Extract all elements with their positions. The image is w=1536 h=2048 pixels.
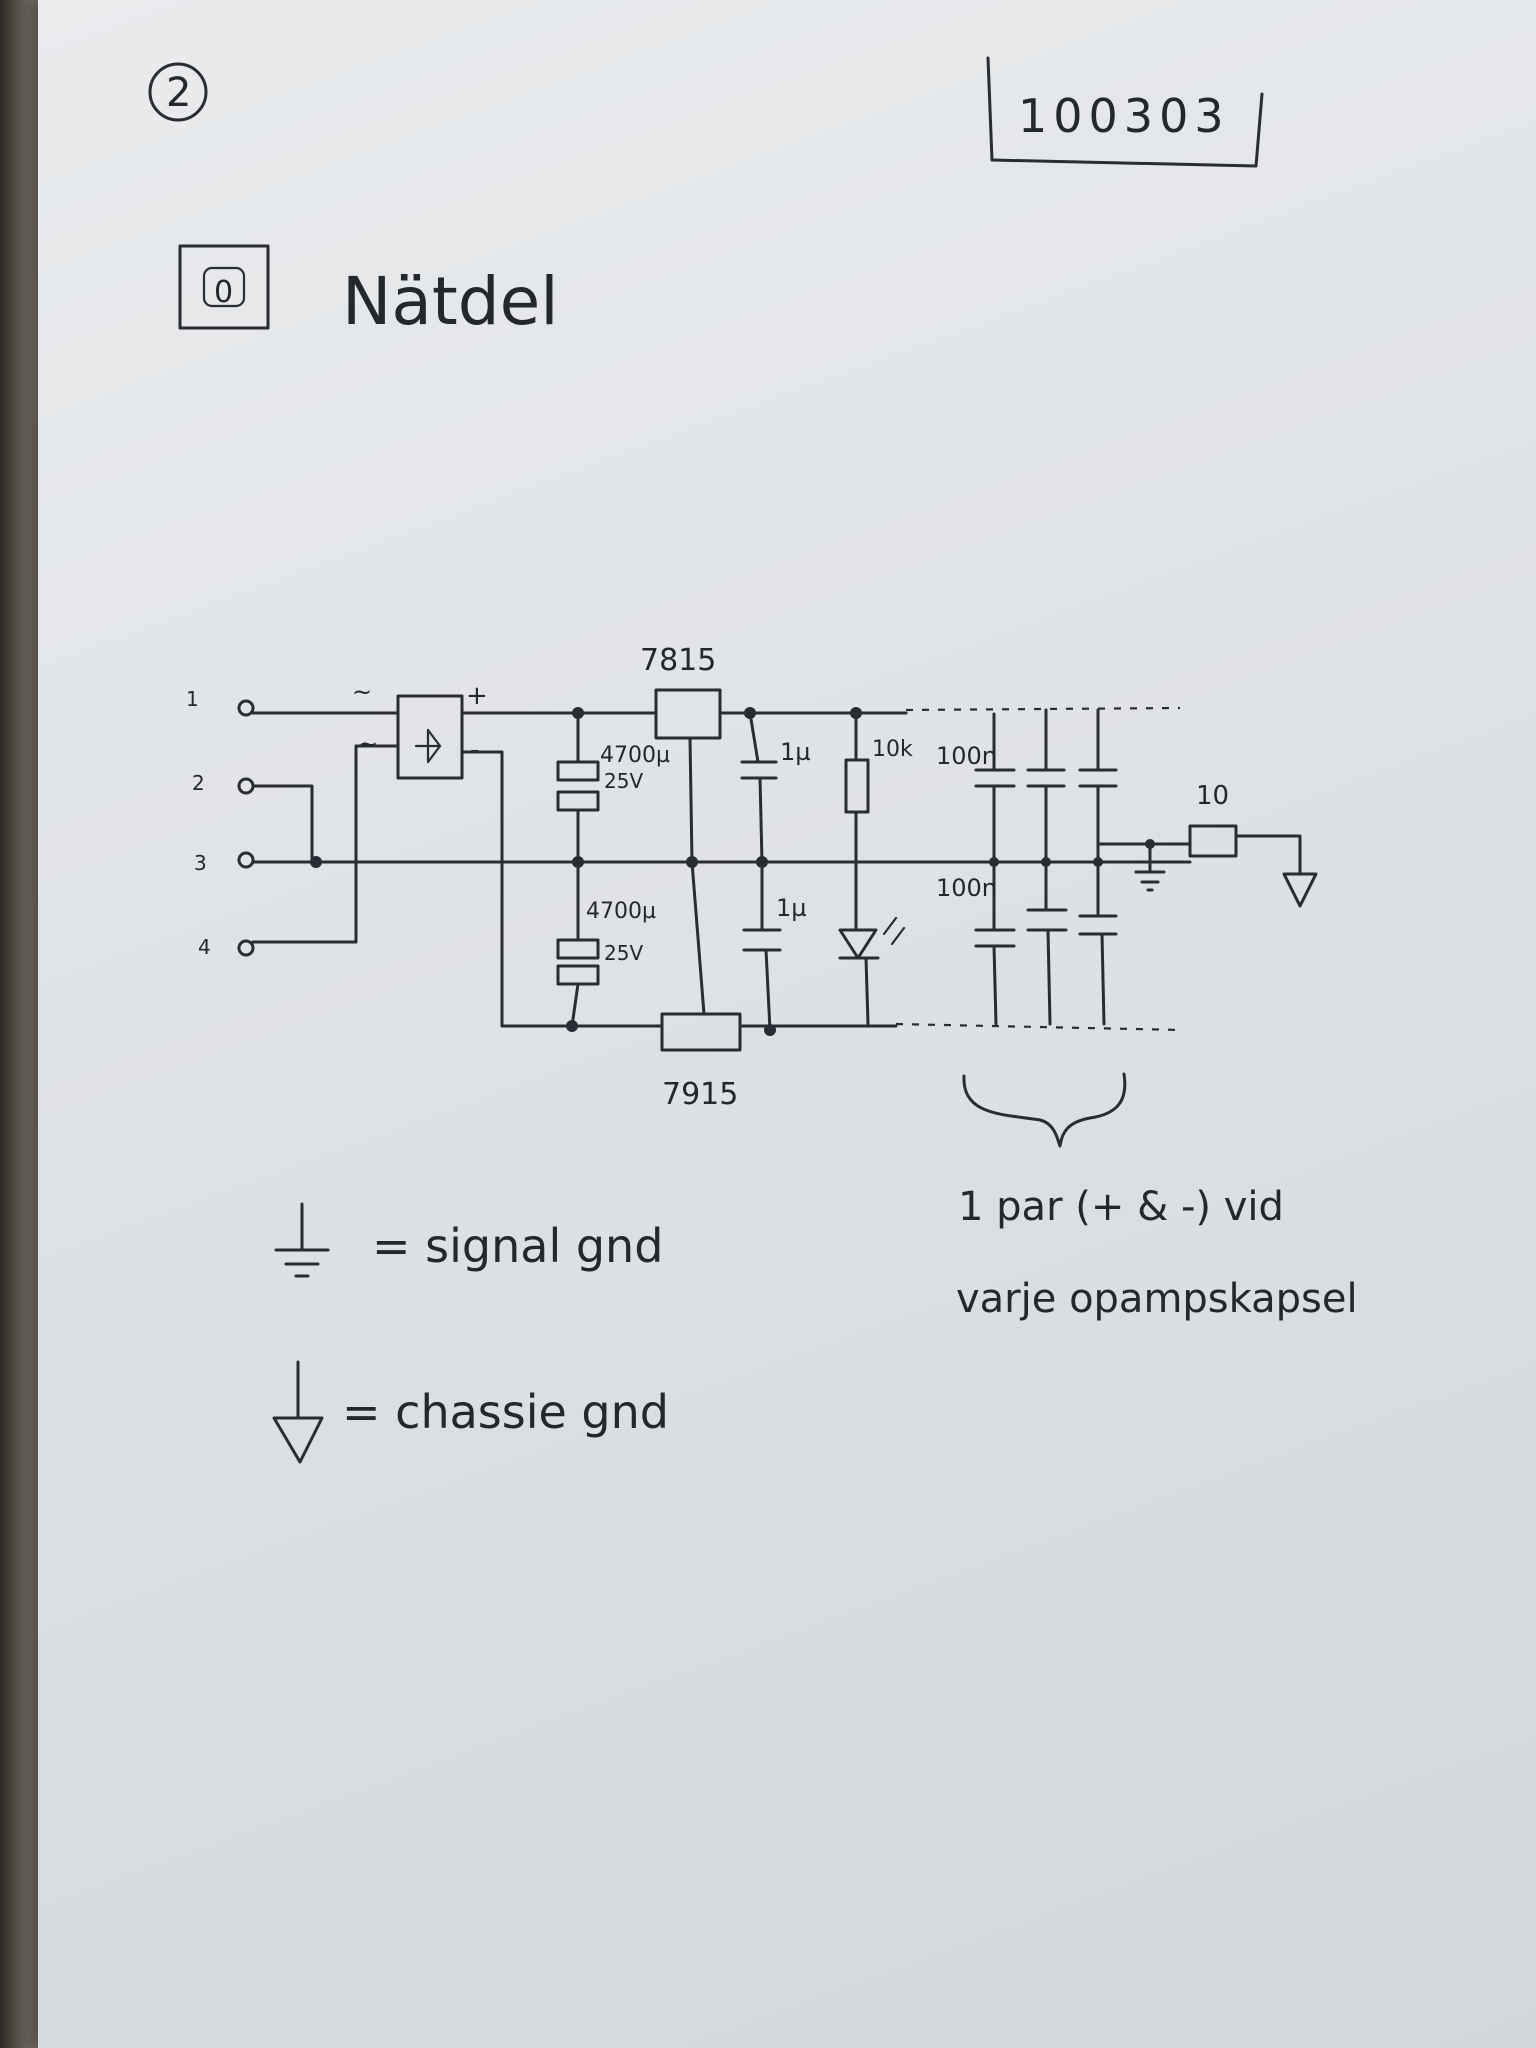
terminal-1 — [237, 699, 255, 717]
brace — [962, 1072, 1127, 1148]
wire-term2-link — [251, 784, 314, 864]
output-cap-bottom: 1µ — [742, 860, 807, 1032]
date-label: 100303 — [1018, 89, 1230, 143]
led-icon — [838, 928, 880, 960]
resistor-10k — [844, 758, 870, 814]
output-cap-top: 1µ — [740, 711, 811, 864]
reservoir-cap-top: 4700µ 25V — [556, 711, 670, 864]
paper-sheet — [38, 0, 1536, 2048]
led-branch: 10k — [838, 711, 913, 1026]
section-title-group: 0 Nätdel — [178, 244, 559, 340]
section-box-inner — [202, 266, 246, 308]
output-cap-bottom-value: 1µ — [776, 894, 807, 922]
page-number-group: 2 — [148, 62, 208, 122]
bridge-rectifier: ~ ~ + - — [352, 678, 488, 780]
resistor-10k-label: 10k — [872, 737, 913, 762]
rectifier-plus-label: + — [466, 681, 488, 711]
junction-regulator-ground — [686, 856, 698, 868]
rectifier-ac-mark-1: ~ — [352, 678, 372, 706]
annotation-line-1: 1 par (+ & -) vid — [958, 1184, 1284, 1230]
regulator-7815-label: 7815 — [640, 643, 716, 678]
terminal-1-label: 1 — [186, 687, 199, 711]
resistor-10 — [1188, 824, 1238, 858]
decoupling-caps: 100n 100n — [936, 708, 1118, 1026]
section-box — [178, 244, 270, 330]
rectifier-box — [396, 694, 464, 780]
reservoir-cap-top-value: 4700µ — [600, 743, 670, 768]
reservoir-cap-bottom: 4700µ 25V — [556, 860, 656, 1028]
annotation-line-2: varje opampskapsel — [956, 1276, 1358, 1322]
date-box — [986, 56, 1264, 168]
legend-signal-gnd-label: = signal gnd — [372, 1219, 663, 1273]
date-box-group: 100303 — [986, 56, 1264, 168]
terminal-4 — [237, 939, 255, 957]
decoupling-bottom-label: 100n — [936, 874, 997, 902]
led-light-arrows — [882, 916, 906, 946]
regulator-7815 — [654, 688, 722, 740]
output-cap-top-value: 1µ — [780, 738, 811, 766]
terminal-3 — [237, 851, 255, 869]
rectifier-ac-mark-2: ~ — [358, 730, 378, 758]
rectifier-minus-label: - — [470, 735, 479, 765]
regulator-ground-leg — [688, 736, 706, 1016]
diode-icon — [414, 728, 442, 764]
resistor-10-label: 10 — [1196, 781, 1229, 811]
legend-chassis-gnd-label: = chassie gnd — [342, 1385, 669, 1439]
regulator-7915 — [660, 1012, 742, 1052]
page-title: Nätdel — [342, 263, 559, 340]
reservoir-cap-bottom-value: 4700µ — [586, 899, 656, 924]
terminal-2 — [237, 777, 255, 795]
signal-gnd-symbol-inline — [1134, 842, 1166, 892]
terminal-2-label: 2 — [192, 771, 205, 795]
page-number-circle — [148, 62, 208, 122]
chassis-gnd-icon — [272, 1416, 324, 1464]
wire-negative-in — [460, 750, 664, 1028]
reservoir-cap-top-voltage: 25V — [604, 769, 643, 793]
wire-term4 — [251, 744, 400, 944]
section-number: 0 — [214, 275, 233, 310]
signal-gnd-icon — [274, 1202, 330, 1278]
decoupling-top-label: 100n — [936, 742, 997, 770]
reservoir-cap-bottom-voltage: 25V — [604, 941, 643, 965]
positive-rail-continuation — [905, 706, 1181, 712]
regulator-7915-label: 7915 — [662, 1077, 738, 1112]
negative-rail-continuation — [895, 1022, 1183, 1032]
legend-chassis-gnd: = chassie gnd — [272, 1360, 669, 1464]
ground-link: 10 — [1098, 781, 1318, 908]
terminal-3-label: 3 — [194, 851, 207, 875]
page-number: 2 — [166, 70, 191, 116]
legend-signal-gnd: = signal gnd — [274, 1202, 663, 1278]
terminal-4-label: 4 — [198, 935, 211, 959]
junction-term-link — [310, 856, 322, 868]
chassis-gnd-symbol-inline — [1282, 872, 1318, 908]
terminal-block: 1 2 3 4 — [186, 687, 255, 959]
